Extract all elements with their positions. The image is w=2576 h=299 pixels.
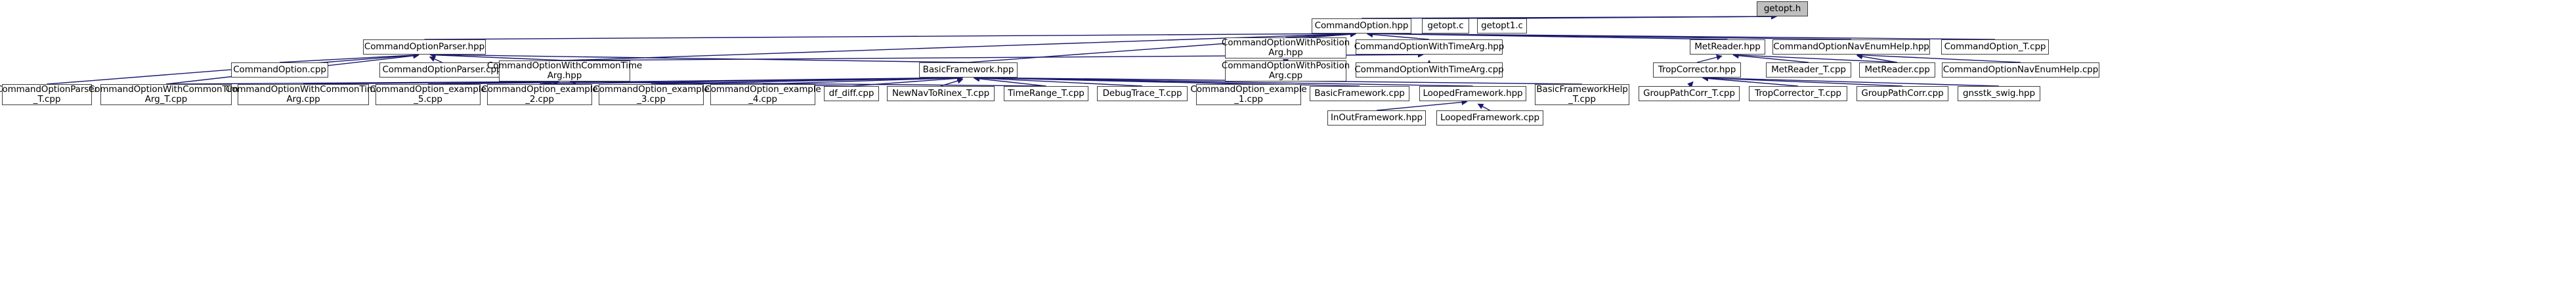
graph-edge (1856, 53, 1898, 63)
graph-edge (1376, 99, 1468, 111)
graph-node-basicframework-hpp[interactable]: BasicFramework.hpp (919, 62, 1018, 78)
graph-edge (1732, 52, 1898, 63)
graph-edge (651, 74, 964, 85)
graph-node-timerange-t-cpp[interactable]: TimeRange_T.cpp (1004, 86, 1088, 101)
graph-node-grouppathcorr-cpp[interactable]: GroupPathCorr.cpp (1857, 86, 1948, 101)
graph-edge (973, 75, 1143, 87)
graph-node-commandoption-example-5-cpp[interactable]: CommandOption_example _5.cpp (370, 83, 486, 105)
graph-node-commandoptionwithposition-arg-hpp[interactable]: CommandOptionWithPosition Arg.hpp (1221, 37, 1350, 58)
graph-node-commandoptionnavenumhelp-hpp[interactable]: CommandOptionNavEnumHelp.hpp (1772, 39, 1930, 55)
graph-node-commandoptionwithposition-arg-cpp[interactable]: CommandOptionWithPosition Arg.cpp (1221, 60, 1350, 81)
graph-node-commandoption-example-1-cpp[interactable]: CommandOption_example _1.cpp (1190, 83, 1307, 105)
graph-node-grouppathcorr-t-cpp[interactable]: GroupPathCorr_T.cpp (1639, 86, 1740, 101)
graph-edge (940, 78, 964, 87)
graph-node-commandoptionnavenumhelp-cpp[interactable]: CommandOptionNavEnumHelp.cpp (1942, 62, 2099, 78)
graph-node-gnsstk-swig-hpp[interactable]: gnsstk_swig.hpp (1958, 86, 2040, 101)
graph-node-newnavtorinex-t-cpp[interactable]: NewNavToRinex_T.cpp (887, 86, 995, 101)
graph-node-commandoptionparser-cpp[interactable]: CommandOptionParser.cpp (379, 62, 505, 78)
graph-edge (973, 74, 1473, 87)
graph-node-commandoption-example-2-cpp[interactable]: CommandOption_example _2.cpp (481, 83, 598, 105)
graph-node-commandoption-cpp[interactable]: CommandOption.cpp (231, 62, 328, 78)
graph-edge (424, 30, 1357, 40)
graph-edge (1366, 30, 1996, 40)
graph-node-commandoptionparser-t-cpp[interactable]: CommandOptionParser _T.cpp (0, 83, 98, 105)
graph-edge (279, 52, 419, 63)
graph-edge (429, 52, 565, 61)
graph-node-metreader-cpp[interactable]: MetReader.cpp (1859, 62, 1935, 78)
graph-node-loopedframework-cpp[interactable]: LoopedFramework.cpp (1436, 110, 1543, 126)
graph-edge (851, 75, 964, 87)
graph-edge (429, 51, 969, 63)
graph-node-commandoptionwithtimearg-hpp[interactable]: CommandOptionWithTimeArg.hpp (1354, 39, 1504, 55)
graph-node-metreader-hpp[interactable]: MetReader.hpp (1690, 39, 1765, 55)
graph-node-debugtrace-t-cpp[interactable]: DebugTrace_T.cpp (1097, 86, 1188, 101)
graph-node-basicframeworkhelp-t-cpp[interactable]: BasicFrameworkHelp _T.cpp (1535, 84, 1629, 105)
graph-node-commandoptionparser-hpp[interactable]: CommandOptionParser.hpp (363, 39, 486, 55)
graph-edge (762, 75, 964, 85)
graph-edge (1366, 31, 1430, 40)
graph-node-df-diff-cpp[interactable]: df_diff.cpp (824, 86, 879, 101)
graph-edge (1702, 75, 1799, 87)
graph-node-commandoption-example-4-cpp[interactable]: CommandOption_example _4.cpp (704, 83, 821, 105)
graph-node-commandoptionwithcommontimearg-t-cpp[interactable]: CommandOptionWithCommonTime Arg_T.cpp (88, 83, 244, 105)
graph-edge (1687, 81, 1694, 88)
graph-node-commandoption-example-3-cpp[interactable]: CommandOption_example _3.cpp (593, 83, 710, 105)
graph-node-getopt1-c[interactable]: getopt1.c (1477, 18, 1527, 34)
graph-edge (1501, 13, 1778, 20)
graph-node-getopt-h[interactable]: getopt.h (1757, 1, 1808, 16)
graph-node-loopedframework-hpp[interactable]: LoopedFramework.hpp (1419, 86, 1526, 101)
graph-edge (1477, 103, 1490, 111)
graph-node-commandoptionwithcommontimearg-cpp[interactable]: CommandOptionWithCommonTime Arg.cpp (225, 83, 381, 105)
graph-node-getopt-c[interactable]: getopt.c (1422, 18, 1469, 34)
graph-edge (1702, 75, 1903, 87)
graph-node-metreader-t-cpp[interactable]: MetReader_T.cpp (1766, 62, 1851, 78)
graph-edge (429, 56, 442, 63)
graph-node-tropcorrector-hpp[interactable]: TropCorrector.hpp (1653, 62, 1741, 78)
graph-node-basicframework-cpp[interactable]: BasicFramework.cpp (1310, 86, 1409, 101)
graph-node-commandoption-hpp[interactable]: CommandOption.hpp (1312, 18, 1411, 34)
graph-node-commandoptionwithcommontime-arg-hpp[interactable]: CommandOptionWithCommonTime Arg.hpp (486, 60, 643, 81)
graph-node-tropcorrector-t-cpp[interactable]: TropCorrector_T.cpp (1749, 86, 1847, 101)
graph-edge (973, 76, 1046, 87)
graph-edge (1696, 54, 1723, 63)
graph-edge (1732, 53, 1809, 63)
graph-edge (1856, 52, 2021, 63)
graph-node-inoutframework-hpp[interactable]: InOutFramework.hpp (1327, 110, 1426, 126)
graph-edge (1702, 74, 2000, 87)
graph-node-commandoption-t-cpp[interactable]: CommandOption_T.cpp (1941, 39, 2049, 55)
graph-node-commandoptionwithtimearg-cpp[interactable]: CommandOptionWithTimeArg.cpp (1354, 62, 1504, 78)
graph-edge (564, 31, 1357, 61)
